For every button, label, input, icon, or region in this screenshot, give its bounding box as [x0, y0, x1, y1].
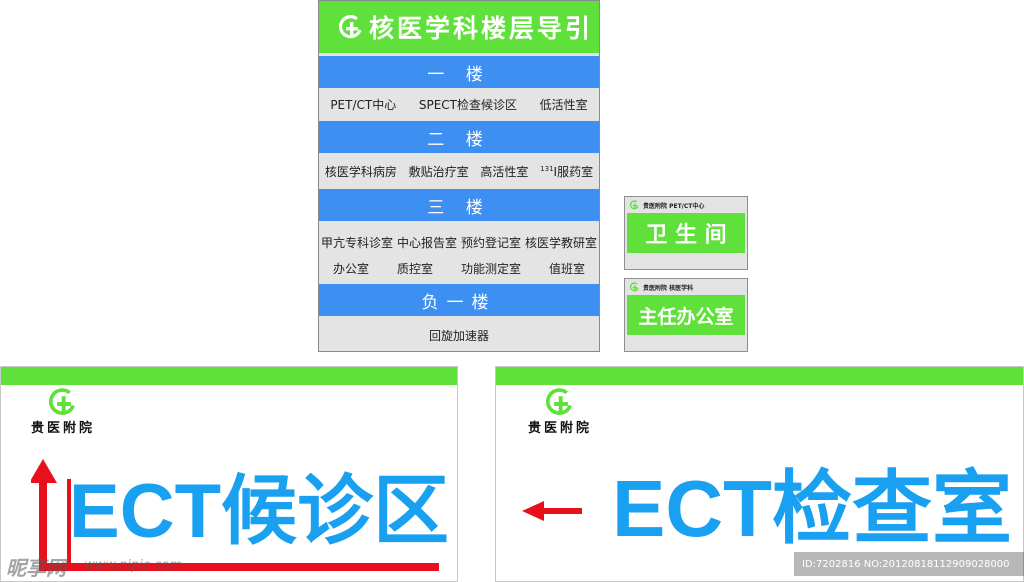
hospital-logo-icon: [49, 388, 75, 415]
hospital-logo-icon: [339, 15, 362, 39]
room-row-2f: 核医学科病房 敷贴治疗室 高活性室 131I服药室: [319, 159, 599, 183]
floor-directory-board: 核医学科楼层导引 一 楼 PET/CT中心 SPECT检查候诊区 低活性室 二 …: [318, 0, 600, 352]
room-row-b1: 回旋加速器: [319, 323, 599, 347]
sign-waiting-area: 贵医附院 ECT候诊区: [0, 366, 458, 582]
room-label: 办公室: [332, 261, 369, 276]
room-label: 甲亢专科诊室: [320, 235, 393, 250]
room-label: 质控室: [396, 261, 433, 276]
iodine-superscript: 131: [540, 164, 554, 173]
room-label: 中心报告室: [396, 235, 457, 250]
arrow-up-icon: [31, 459, 439, 571]
room-label: 低活性室: [539, 97, 588, 112]
sign-exam-room: 贵医附院 ECT检查室: [495, 366, 1024, 582]
door-sign-label: 卫 生 间: [627, 213, 745, 253]
room-label: 功能测定室: [460, 261, 521, 276]
room-row-3f-a: 甲亢专科诊室 中心报告室 预约登记室 核医学教研室: [319, 230, 599, 254]
door-sign-caption: 贵医附院 PET/CT中心: [643, 202, 705, 210]
hospital-name: 贵医附院: [528, 421, 593, 436]
watermark-logo: 昵享网: [6, 556, 66, 580]
floor-bar-2f: 二 楼: [319, 121, 599, 153]
arrow-left-icon: [522, 501, 582, 521]
hospital-name: 贵医附院: [31, 421, 96, 436]
room-label: 核医学科病房: [324, 164, 397, 179]
room-label: 回旋加速器: [428, 328, 489, 343]
room-label: 预约登记室: [460, 235, 521, 250]
room-label: 敷贴治疗室: [408, 164, 469, 179]
room-row-3f-b: 办公室 质控室 功能测定室 值班室: [319, 256, 599, 280]
room-label: 高活性室: [480, 164, 529, 179]
door-sign-label: 主任办公室: [627, 295, 745, 335]
room-label-iodine: 131I服药室: [540, 163, 593, 180]
watermark-id: ID:7202816 NO:20120818112909028000: [794, 552, 1024, 576]
directory-header: 核医学科楼层导引: [319, 1, 599, 53]
door-sign-caption: 贵医附院 核医学科: [643, 284, 694, 292]
hospital-logo-icon: [630, 282, 639, 292]
iodine-room-text: I服药室: [553, 164, 594, 179]
door-sign-top: 贵医附院 PET/CT中心: [625, 197, 747, 213]
sign-main-text: ECT检查室: [612, 464, 1012, 553]
room-row-1f: PET/CT中心 SPECT检查候诊区 低活性室: [319, 92, 599, 116]
room-label: 核医学教研室: [524, 235, 597, 250]
hospital-logo-icon: [630, 200, 639, 210]
directory-title: 核医学科楼层导引: [369, 14, 594, 43]
room-label: PET/CT中心: [330, 97, 397, 112]
sign-top-bar: [496, 367, 1023, 385]
door-sign-director-office: 贵医附院 核医学科 主任办公室: [624, 278, 748, 352]
floor-bar-1f: 一 楼: [319, 56, 599, 88]
door-sign-top: 贵医附院 核医学科: [625, 279, 747, 295]
sign-top-bar: [1, 367, 457, 385]
floor-bar-3f: 三 楼: [319, 189, 599, 221]
watermark-url: www.nipic.com: [84, 558, 182, 573]
floor-bar-b1: 负一楼: [319, 284, 599, 316]
sign-main-text: ECT候诊区: [69, 469, 449, 554]
room-label: 值班室: [548, 261, 585, 276]
room-label: SPECT检查候诊区: [418, 97, 518, 112]
door-sign-restroom: 贵医附院 PET/CT中心 卫 生 间: [624, 196, 748, 270]
hospital-logo-icon: [546, 388, 572, 415]
